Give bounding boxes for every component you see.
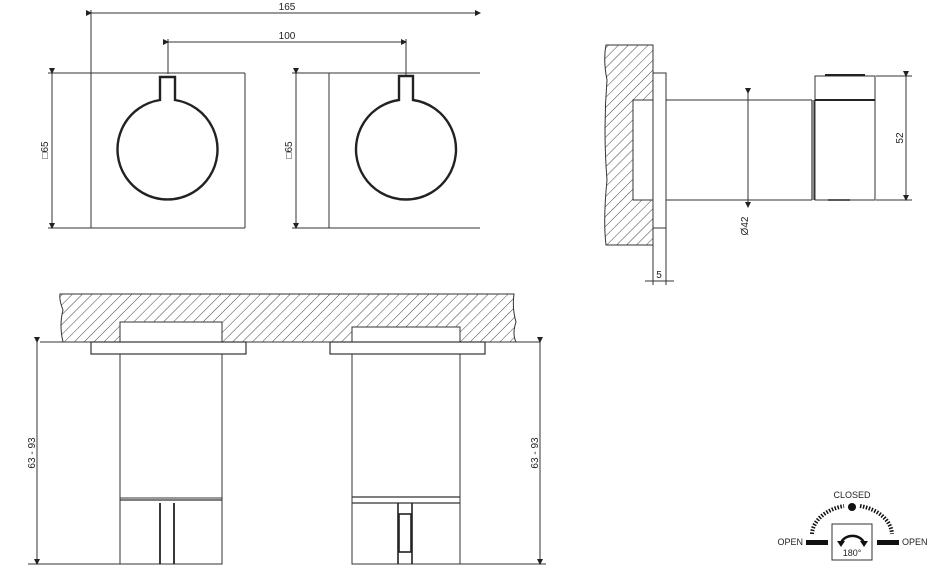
side-view: Ø42 52 5 [604, 44, 912, 285]
open-right-label: OPEN [902, 537, 928, 547]
side-plate [652, 72, 667, 229]
right-plate: □65 [284, 68, 480, 229]
dim-65-right-label: 65 [284, 141, 295, 153]
left-plate: □65 [40, 68, 246, 229]
right-unit-top: 63 - 93 [329, 326, 546, 565]
svg-text:Ø42: Ø42 [740, 216, 751, 235]
dim-100-label: 100 [279, 31, 296, 42]
wall-section-hatch [59, 293, 517, 343]
square-symbol: □ [284, 153, 295, 159]
closed-label: CLOSED [833, 490, 871, 500]
open-left-bar [806, 540, 828, 545]
dim-165-label: 165 [279, 2, 296, 13]
dimension-165: 165 [86, 2, 481, 228]
open-left-label: OPEN [777, 537, 803, 547]
dim-42-label: 42 [740, 216, 751, 228]
rotation-180-label: 180° [843, 548, 862, 558]
right-knob-outline [354, 74, 458, 201]
left-arc-icon [810, 504, 845, 535]
top-view: 63 - 93 63 - 93 [27, 293, 546, 565]
dim-5-label: 5 [656, 270, 662, 281]
rotate-arrow-icon [839, 534, 866, 544]
left-unit-top: 63 - 93 [27, 321, 247, 565]
right-arc-icon [859, 504, 894, 535]
square-symbol: □ [40, 153, 51, 159]
diameter-symbol: Ø [740, 227, 751, 235]
wall-section-hatch [604, 44, 654, 246]
closed-dot-icon [848, 503, 856, 511]
dimension-100: 100 [163, 31, 407, 76]
dim-63-93-right-label: 63 - 93 [530, 437, 541, 469]
rotation-legend: CLOSED OPEN OPEN 180° [777, 490, 928, 561]
svg-text:□65: □65 [40, 141, 51, 159]
left-knob-outline [116, 75, 219, 201]
open-right-bar [877, 540, 899, 545]
svg-text:□65: □65 [284, 141, 295, 159]
front-view: 165 100 □65 □65 [40, 2, 481, 229]
dim-52-label: 52 [895, 132, 906, 144]
side-handle [814, 75, 876, 201]
dim-63-93-left-label: 63 - 93 [27, 437, 38, 469]
dim-65-left-label: 65 [40, 141, 51, 153]
